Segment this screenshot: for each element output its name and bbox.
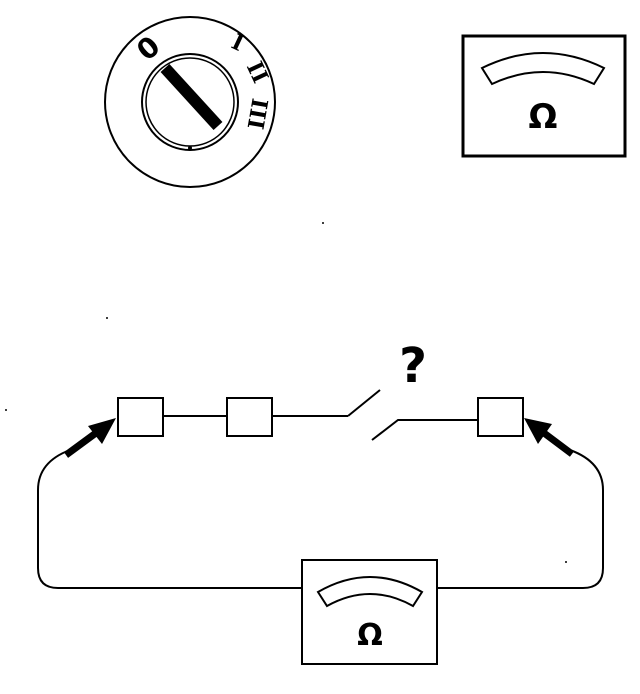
terminal-1: [117, 397, 164, 437]
ohmmeter-bottom-scale-arc: [316, 576, 424, 608]
ohmmeter-top: Ω: [461, 34, 627, 158]
terminal-3: [477, 397, 524, 437]
right-probe: [524, 418, 575, 457]
ignition-switch: 0 I II III: [104, 16, 276, 188]
terminal-2: [226, 397, 273, 437]
ohmmeter-top-body: [461, 34, 627, 158]
speck: [322, 222, 324, 224]
test-lead-left: [37, 449, 302, 589]
left-probe: [63, 418, 116, 458]
unknown-state-label: ?: [399, 338, 427, 394]
speck: [565, 561, 567, 563]
open-contact-right: [371, 419, 478, 441]
ohmmeter-bottom-omega-symbol: Ω: [357, 618, 383, 653]
switch-center-dot: [188, 146, 192, 150]
switch-position-3-label: III: [242, 96, 273, 131]
circuit: ?: [37, 338, 604, 589]
ohmmeter-bottom: Ω: [301, 559, 438, 665]
speck: [5, 409, 7, 411]
switch-key-slot: [160, 63, 223, 131]
ohmmeter-top-scale-arc: [480, 52, 606, 86]
ohmmeter-top-omega-symbol: Ω: [529, 97, 558, 137]
speck: [106, 317, 108, 319]
test-lead-right: [437, 449, 604, 589]
open-contact-left: [347, 389, 381, 417]
